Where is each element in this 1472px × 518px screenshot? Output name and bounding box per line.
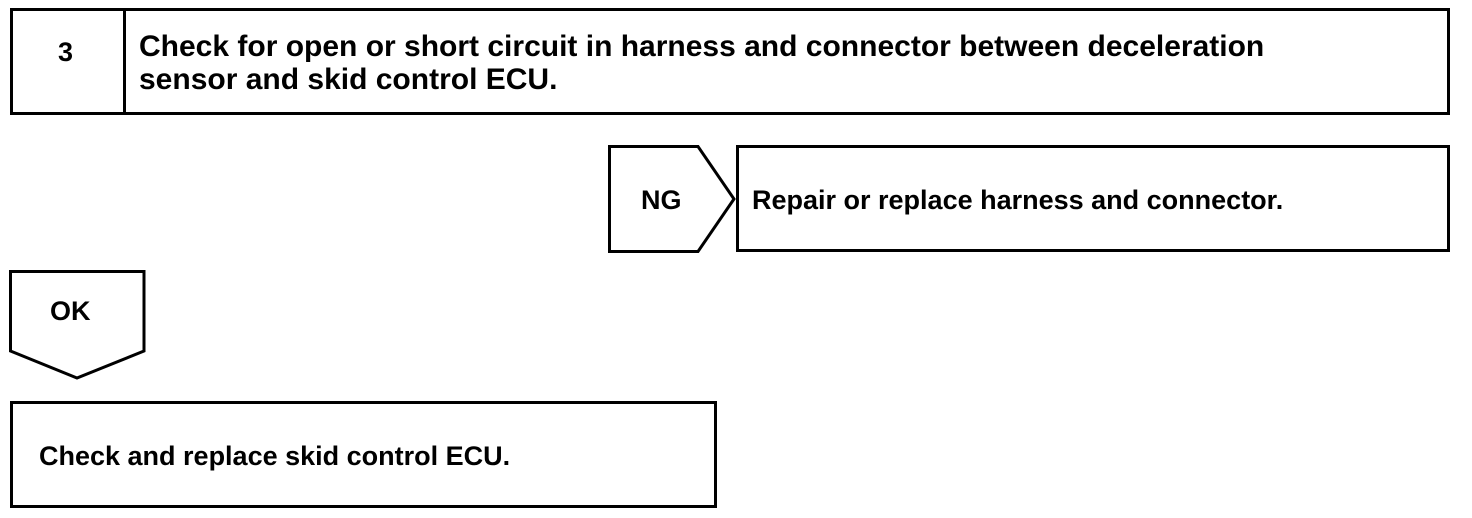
step-header-box: 3 Check for open or short circuit in har… xyxy=(10,8,1450,115)
ng-action-text: Repair or replace harness and connector. xyxy=(752,185,1284,215)
step-title-line-2: sensor and skid control ECU. xyxy=(139,63,558,96)
ok-action-box: Check and replace skid control ECU. xyxy=(10,401,717,508)
ng-action-box: Repair or replace harness and connector. xyxy=(736,145,1450,252)
ok-action-text: Check and replace skid control ECU. xyxy=(39,441,511,471)
step-title-line-1: Check for open or short circuit in harne… xyxy=(139,30,1265,63)
step-number-divider xyxy=(123,11,126,112)
ng-label: NG xyxy=(641,185,682,215)
ok-arrow-shape xyxy=(9,270,146,380)
ok-label: OK xyxy=(50,296,91,326)
ng-arrow-shape xyxy=(608,145,736,253)
step-number: 3 xyxy=(58,37,74,67)
